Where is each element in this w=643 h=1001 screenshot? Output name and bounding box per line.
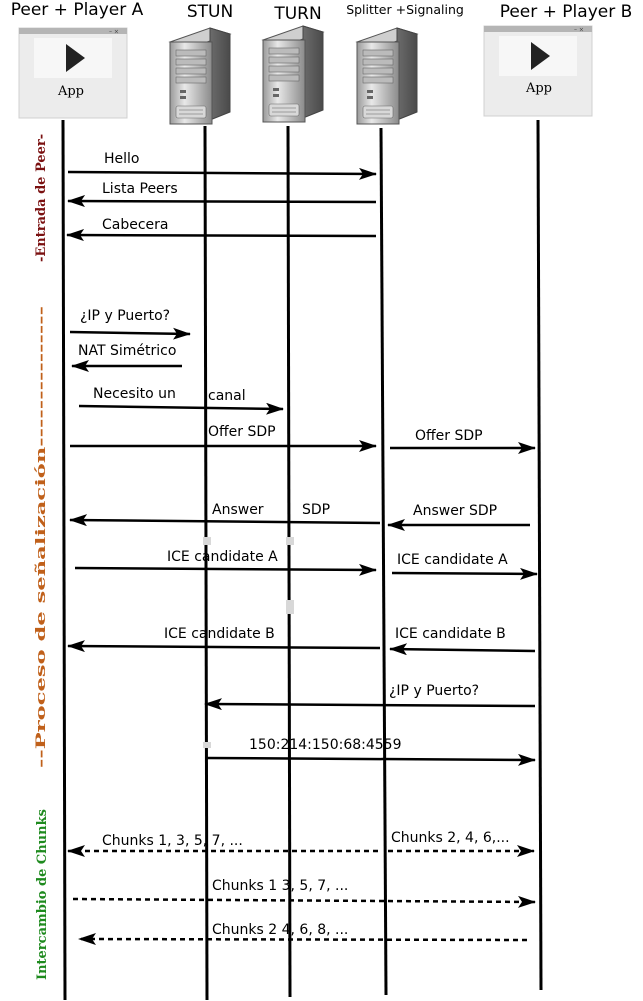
msg-sdp: SDP: [302, 502, 330, 518]
lifeline-peer-b: [536, 119, 543, 991]
arrow-ip-puerto-b: [204, 698, 536, 711]
play-window-icon: [18, 27, 128, 119]
msg-ip-address: 150:214:150:68:4559: [249, 737, 401, 753]
msg-ice-a-right: ICE candidate A: [397, 552, 508, 568]
arrow-ice-b-right: [389, 643, 536, 656]
app-a-label: App: [57, 84, 84, 99]
msg-chunks-odd: Chunks 1 3, 5, 7, ...: [212, 878, 348, 894]
participant-peer-a-label: Peer + Player A: [11, 0, 144, 20]
msg-offer-sdp-b: Offer SDP: [415, 428, 483, 444]
msg-lista-peers: Lista Peers: [102, 181, 178, 197]
msg-answer-sdp-b: Answer SDP: [413, 503, 497, 519]
phase-entrada-label: -Entrada de Peer-: [34, 134, 49, 262]
msg-ip-puerto-a: ¿IP y Puerto?: [80, 308, 170, 324]
arrow-chunks-a-to-b: [72, 895, 536, 908]
arrow-ip-address: [206, 753, 536, 766]
arrow-ice-b-left: [67, 640, 381, 653]
lifeline-splitter: [379, 127, 388, 996]
lifeline-turn: [286, 125, 292, 998]
turn-server-icon: [262, 25, 324, 123]
play-window-icon: [483, 25, 593, 117]
participant-stun-label: STUN: [187, 2, 233, 22]
lifeline-gap: [203, 537, 211, 545]
arrow-lista-peers: [67, 195, 377, 208]
msg-ice-b-right: ICE candidate B: [395, 626, 506, 642]
arrow-necesito-canal: [78, 402, 284, 415]
splitter-server-icon: [356, 27, 418, 125]
msg-ice-a-left: ICE candidate A: [167, 549, 278, 565]
msg-canal: canal: [208, 388, 246, 404]
lifeline-peer-a: [61, 119, 67, 1001]
arrow-answer-sdp-a: [69, 514, 381, 527]
app-b-label: App: [525, 81, 552, 96]
arrow-cabecera: [66, 229, 377, 242]
participant-splitter-label: Splitter +Signaling: [346, 2, 464, 17]
msg-offer-sdp-a: Offer SDP: [208, 424, 276, 440]
arrow-chunks-b-to-a: [78, 933, 528, 946]
msg-cabecera: Cabecera: [102, 217, 169, 233]
msg-necesito-un: Necesito un: [93, 386, 176, 402]
arrow-ice-a-left: [74, 563, 377, 576]
msg-chunks-even: Chunks 2 4, 6, 8, ...: [212, 922, 348, 938]
msg-ice-b-left: ICE candidate B: [164, 626, 275, 642]
msg-answer: Answer: [212, 502, 264, 518]
lifeline-stun: [203, 125, 209, 1001]
phase-intercambio-label: Intercambio de Chunks: [35, 809, 50, 980]
lifeline-gap: [286, 537, 294, 545]
msg-ip-puerto-b: ¿IP y Puerto?: [389, 683, 479, 699]
msg-nat-simetrico: NAT Simétrico: [78, 343, 176, 359]
phase-senalizacion-label: --Proceso de señalización---------------: [34, 306, 49, 768]
arrow-ip-puerto-a: [69, 327, 191, 340]
lifeline-gap: [286, 600, 294, 614]
msg-hello: Hello: [104, 151, 140, 167]
stun-server-icon: [169, 27, 231, 125]
participant-peer-b-label: Peer + Player B: [500, 2, 633, 22]
participant-turn-label: TURN: [273, 4, 321, 24]
lifeline-gap: [203, 742, 211, 748]
msg-chunks-a-odd: Chunks 1, 3, 5, 7, ...: [102, 833, 243, 849]
arrow-ice-a-right: [391, 567, 538, 580]
msg-chunks-b-even: Chunks 2, 4, 6,...: [391, 830, 510, 846]
arrow-hello: [67, 167, 377, 180]
